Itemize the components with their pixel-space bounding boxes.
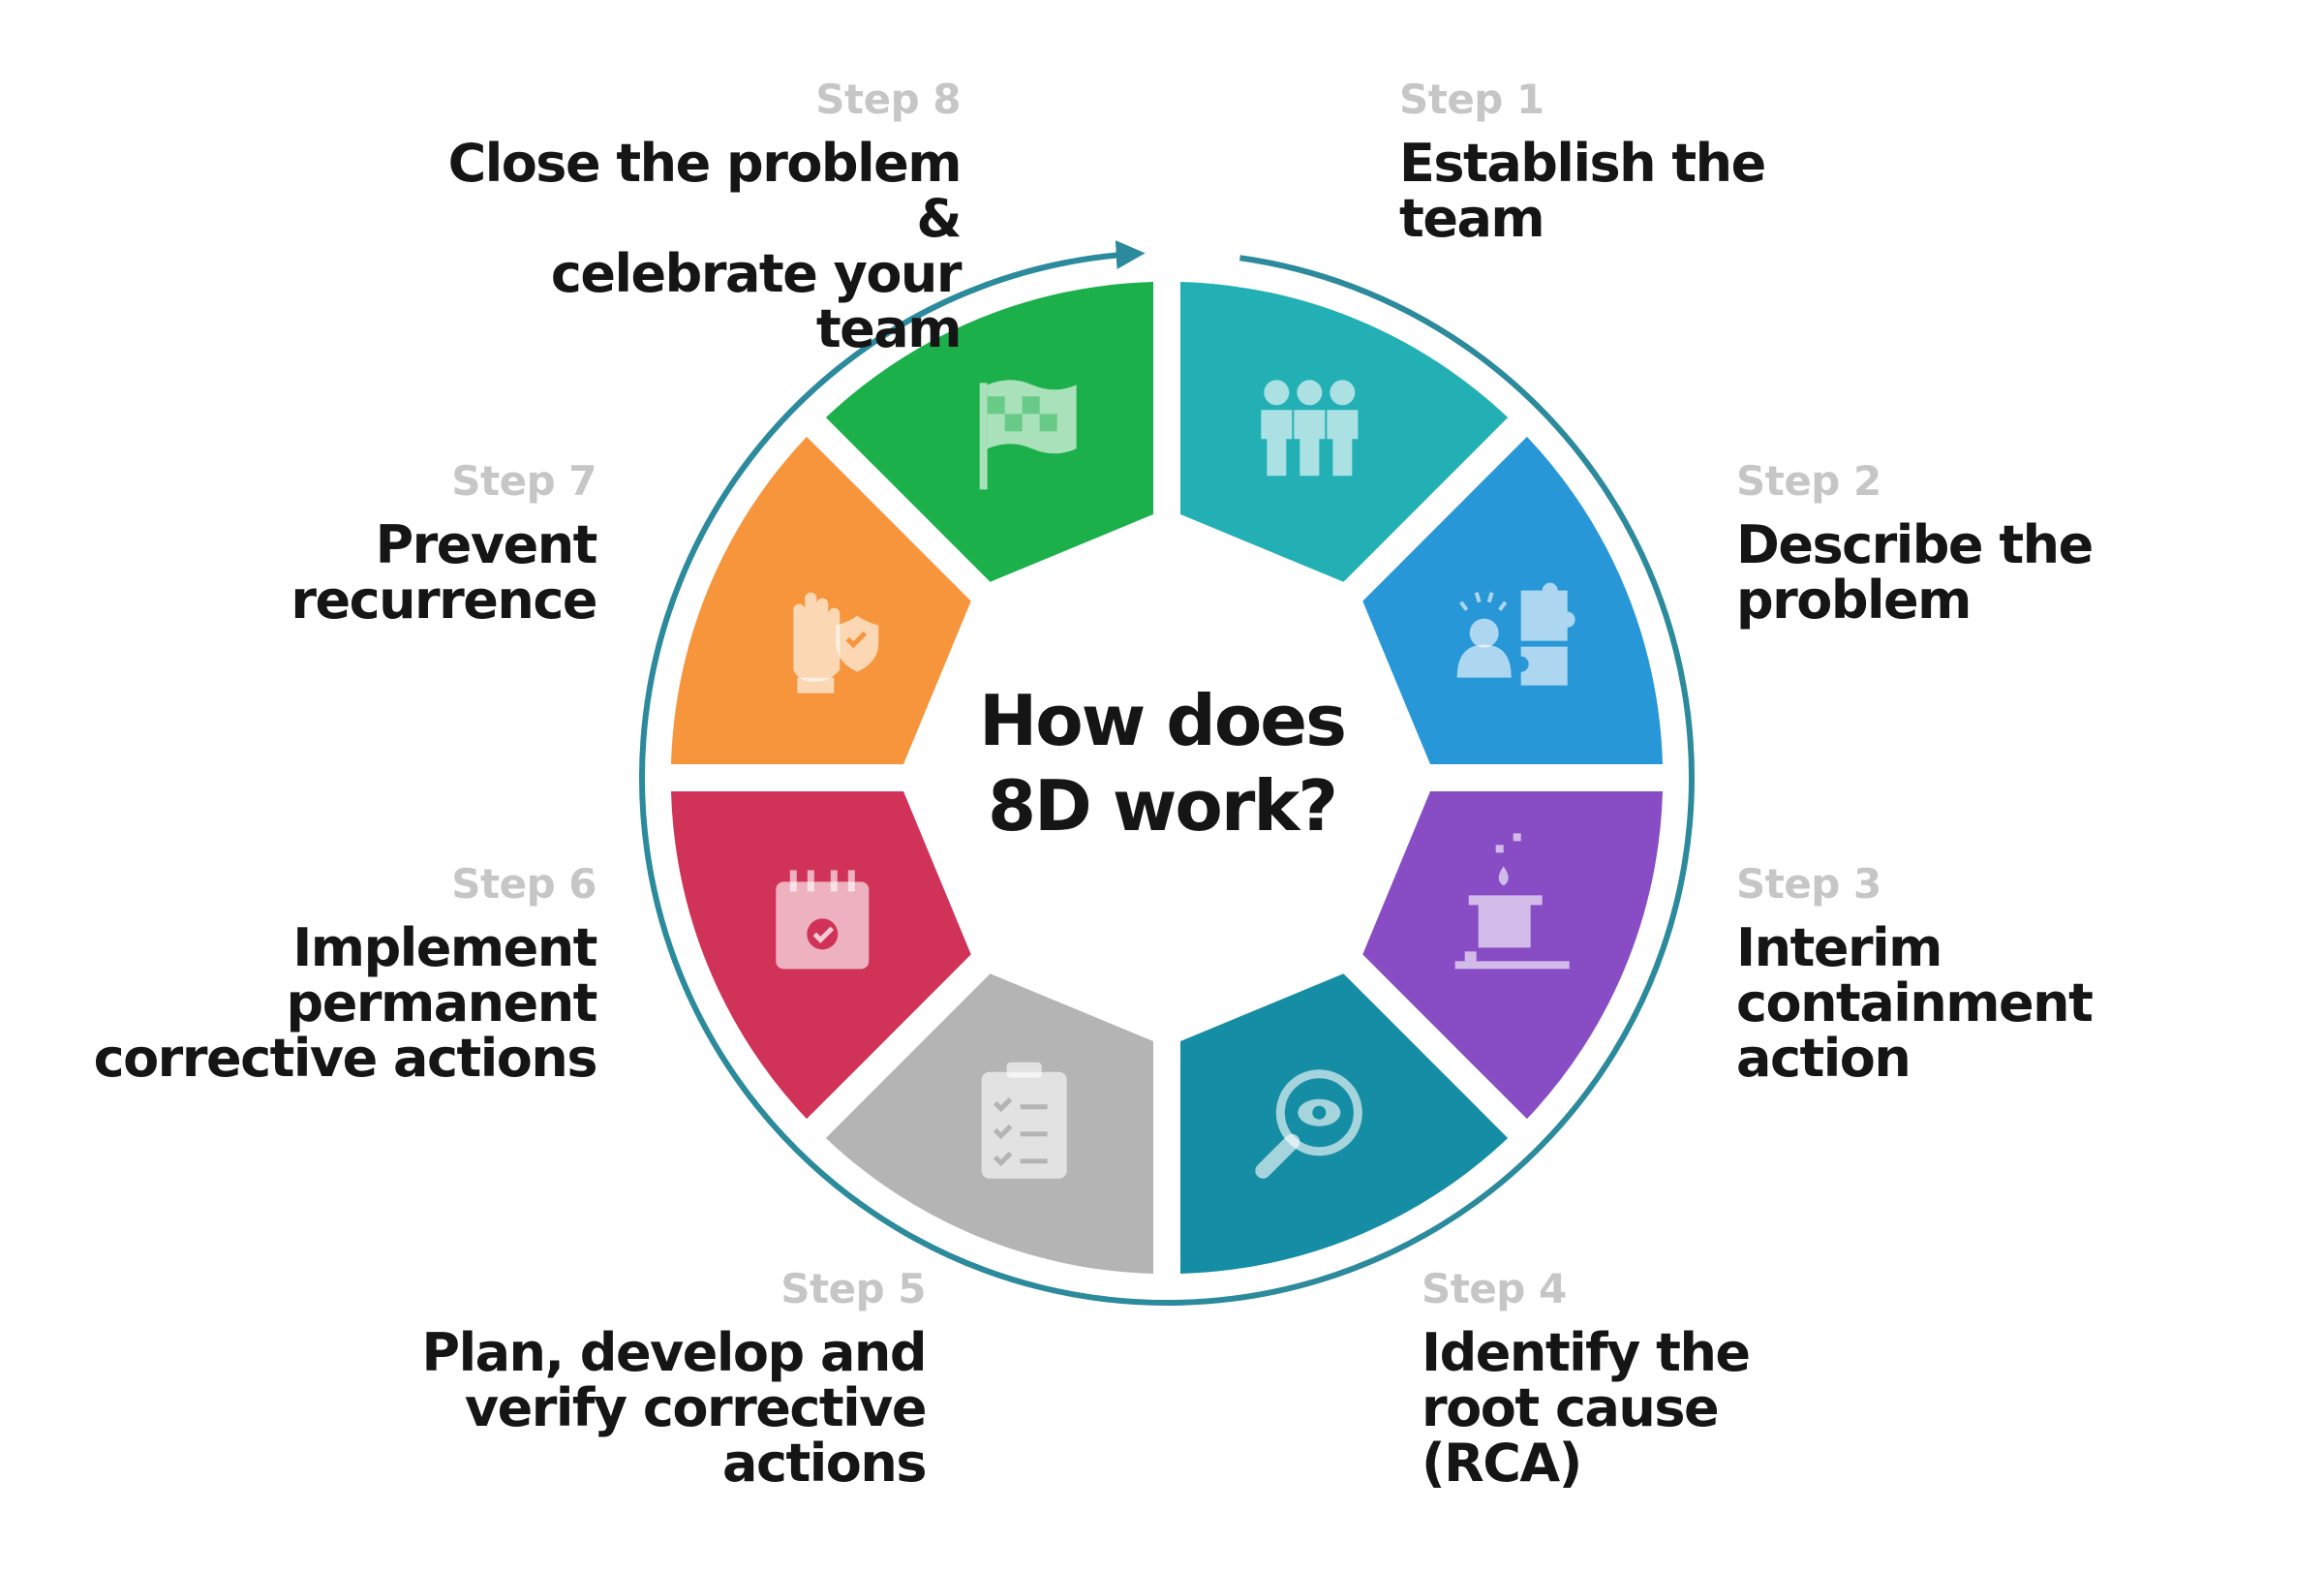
step-5-number: Step 5 (780, 1265, 926, 1312)
containment-bucket-icon (1454, 833, 1570, 970)
magnifier-eye-icon (1255, 1069, 1362, 1179)
step-3-title: Interim containment action (1736, 917, 2094, 1089)
center-title: How does 8D work? (979, 680, 1347, 847)
step-1-number: Step 1 (1399, 76, 1544, 123)
step-7-number: Step 7 (451, 457, 596, 505)
hand-shield-icon (793, 592, 879, 694)
step-4-segment (1180, 973, 1509, 1274)
calendar-check-icon (776, 870, 870, 970)
step-5-label: Step 5 Plan, develop and verify correcti… (383, 1265, 928, 1494)
step-2-segment (1362, 436, 1663, 764)
team-icon (1261, 380, 1359, 477)
step-2-label: Step 2 Describe the problem (1736, 457, 2278, 628)
step-8-label: Step 8 Close the problem & celebrate you… (418, 76, 963, 359)
step-4-title: Identify the root cause (RCA) (1422, 1322, 1751, 1494)
step-8-number: Step 8 (815, 76, 961, 123)
step-6-label: Step 6 Implement permanent corrective ac… (54, 860, 598, 1089)
step-8-title: Close the problem & celebrate your team (447, 133, 963, 359)
cycle-ring (639, 255, 1695, 1306)
step-3-number: Step 3 (1736, 860, 1881, 908)
clipboard-checklist-icon (981, 1062, 1067, 1179)
step-2-number: Step 2 (1736, 457, 1881, 505)
step-5-title: Plan, develop and verify corrective acti… (421, 1322, 928, 1494)
center-hub (942, 553, 1391, 1002)
cycle-arrow-icon (910, 240, 1146, 322)
checkered-flag-icon (979, 380, 1077, 490)
step-2-title: Describe the problem (1736, 514, 2094, 631)
step-6-title: Implement permanent corrective actions (93, 917, 598, 1089)
problem-puzzle-icon (1456, 582, 1575, 686)
step-7-label: Step 7 Prevent recurrence (54, 457, 597, 631)
step-4-number: Step 4 (1422, 1265, 1567, 1312)
step-1-title: Establish the team (1399, 133, 1766, 249)
step-3-label: Step 3 Interim containment action (1736, 860, 2278, 1086)
step-4-label: Step 4 Identify the root cause (RCA) (1422, 1265, 1964, 1491)
step-7-title: Prevent recurrence (290, 514, 597, 631)
step-6-number: Step 6 (451, 860, 596, 908)
step-3-segment (1362, 791, 1663, 1120)
step-1-label: Step 1 Establish the team (1399, 76, 1942, 246)
